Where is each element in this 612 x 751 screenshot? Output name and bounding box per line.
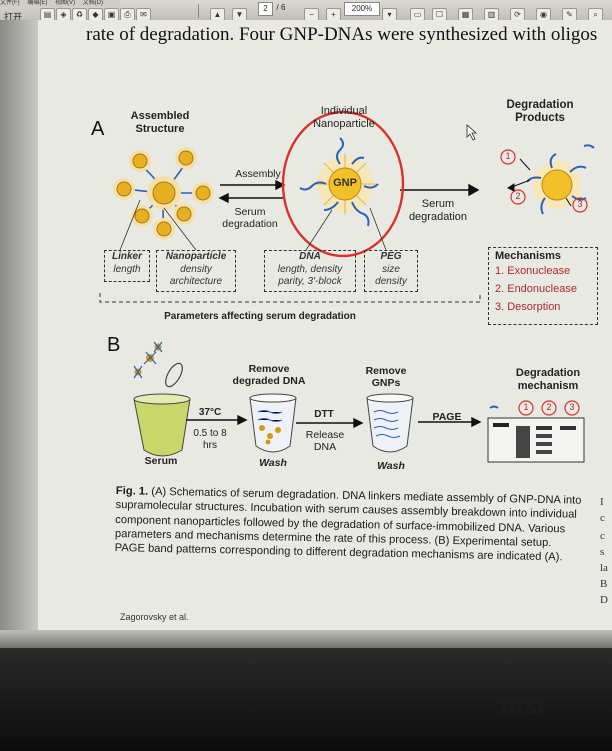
mechanisms-box: Mechanisms 1. Exonuclease 2. Endonucleas…	[488, 247, 598, 325]
menu-file[interactable]: 文件(F)	[0, 0, 20, 6]
mechanism-item: 3. Desorption	[495, 301, 561, 313]
assembled-structure-label: Assembled Structure	[130, 110, 190, 135]
gel-circled-1: 1	[523, 402, 529, 412]
gnp-label: GNP	[333, 177, 357, 189]
mechanism-item: 1. Exonuclease	[495, 265, 571, 277]
param-dna-head: DNA	[299, 251, 321, 262]
parameters-caption: Parameters affecting serum degradation	[164, 311, 356, 322]
param-box-dna: DNA length, density parity, 3'-block	[264, 250, 356, 292]
param-peg-head: PEG	[380, 251, 402, 262]
serum-label: Serum	[144, 455, 178, 467]
param-box-nanoparticle: Nanoparticle density architecture	[156, 250, 236, 292]
zoom-select[interactable]: 200%	[344, 2, 380, 16]
temperature-label: 37°C	[198, 407, 222, 418]
red-outline	[281, 110, 405, 258]
status-strip	[0, 630, 612, 650]
page-number-input[interactable]: 2	[258, 2, 273, 16]
serum-degradation-left-label: Serum degradation	[222, 206, 278, 231]
param-nanoparticle-sub: density architecture	[169, 263, 223, 288]
param-box-linker: Linker length	[104, 250, 150, 282]
author-line: Zagorovsky et al.	[120, 612, 189, 622]
wash-2-label: Wash	[377, 460, 405, 472]
param-linker-head: Linker	[111, 251, 142, 262]
mechanism-item: 2. Endonuclease	[495, 283, 577, 295]
snapshot-icon[interactable]: ◉	[536, 8, 551, 21]
margin-fragment: B	[600, 578, 608, 590]
menu-bar: 文件(F) 编辑(E) 视图(V) 文档(D)	[0, 0, 120, 7]
document-page	[38, 20, 612, 680]
page-total: / 6	[276, 3, 286, 12]
wash-1-label: Wash	[259, 457, 287, 469]
time-label: 0.5 to 8 hrs	[193, 428, 227, 451]
degradation-mechanism-label: Degradation mechanism	[515, 367, 581, 392]
gnp-graphic	[299, 137, 379, 227]
assembled-structure-graphic	[113, 147, 214, 240]
remove-degraded-dna-label: Remove degraded DNA	[232, 363, 306, 388]
pdf-toolbar: 文件(F) 编辑(E) 视图(V) 文档(D) 打开 ▤ ◈ ♻ ◆ ▣ ⎙ ✉…	[0, 0, 612, 23]
menu-view[interactable]: 视图(V)	[55, 0, 76, 6]
zoom-out-icon[interactable]: −	[304, 8, 319, 21]
open-button[interactable]: 打开	[4, 12, 23, 22]
caption-text: (A) Schematics of serum degradation. DNA…	[114, 485, 582, 564]
remove-gnps-label: Remove GNPs	[365, 365, 407, 390]
mechanisms-title: Mechanisms	[495, 250, 562, 262]
monitor-brand-logo: msi	[500, 690, 545, 720]
toolbar-separator	[198, 4, 199, 18]
degradation-products-label: Degradation Products	[506, 99, 574, 125]
margin-fragment: I	[600, 496, 604, 508]
gel-circled-2: 2	[546, 402, 552, 412]
param-dna-sub: length, density parity, 3'-block	[277, 263, 343, 288]
assembly-label: Assembly	[235, 168, 281, 180]
mouse-cursor-icon	[466, 124, 478, 141]
menu-edit[interactable]: 编辑(E)	[27, 0, 48, 6]
panel-a-label: A	[91, 118, 105, 140]
margin-fragment: s	[600, 546, 605, 558]
page-label: PAGE	[432, 411, 462, 423]
menu-document[interactable]: 文档(D)	[82, 0, 104, 6]
caption-fig-label: Fig. 1.	[115, 484, 149, 498]
body-text-line: rate of degradation. Four GNP-DNAs were …	[86, 24, 598, 45]
param-nanoparticle-head: Nanoparticle	[165, 251, 227, 262]
wash-tube-1-graphic	[249, 393, 297, 453]
margin-fragment: la	[600, 562, 608, 574]
param-peg-sub: size density	[375, 263, 407, 288]
margin-fragment: c	[600, 530, 605, 542]
circled-3-label: 3	[577, 199, 583, 209]
page-left-shadow	[0, 20, 38, 680]
serum-degradation-right-label: Serum degradation	[408, 198, 468, 223]
wash-tube-2-graphic	[366, 393, 414, 453]
gel-circled-3: 3	[569, 402, 575, 412]
individual-nanoparticle-label: Individual Nanoparticle	[313, 105, 375, 130]
panel-b-label: B	[107, 334, 121, 356]
release-dna-label: Release DNA	[305, 429, 345, 454]
margin-fragment: c	[600, 512, 605, 524]
gel-graphic	[487, 400, 585, 463]
param-linker-sub: length	[113, 263, 141, 275]
figure-caption: Fig. 1. (A) Schematics of serum degradat…	[114, 484, 583, 565]
degradation-products-graphic	[500, 144, 595, 215]
serum-tube-graphic	[133, 341, 191, 457]
param-box-peg: PEG size density	[364, 250, 418, 292]
dtt-label: DTT	[314, 409, 334, 420]
margin-fragment: D	[600, 594, 608, 606]
circled-2-label: 2	[515, 191, 521, 201]
circled-1-label: 1	[505, 151, 511, 161]
monitor-bezel	[0, 648, 612, 751]
